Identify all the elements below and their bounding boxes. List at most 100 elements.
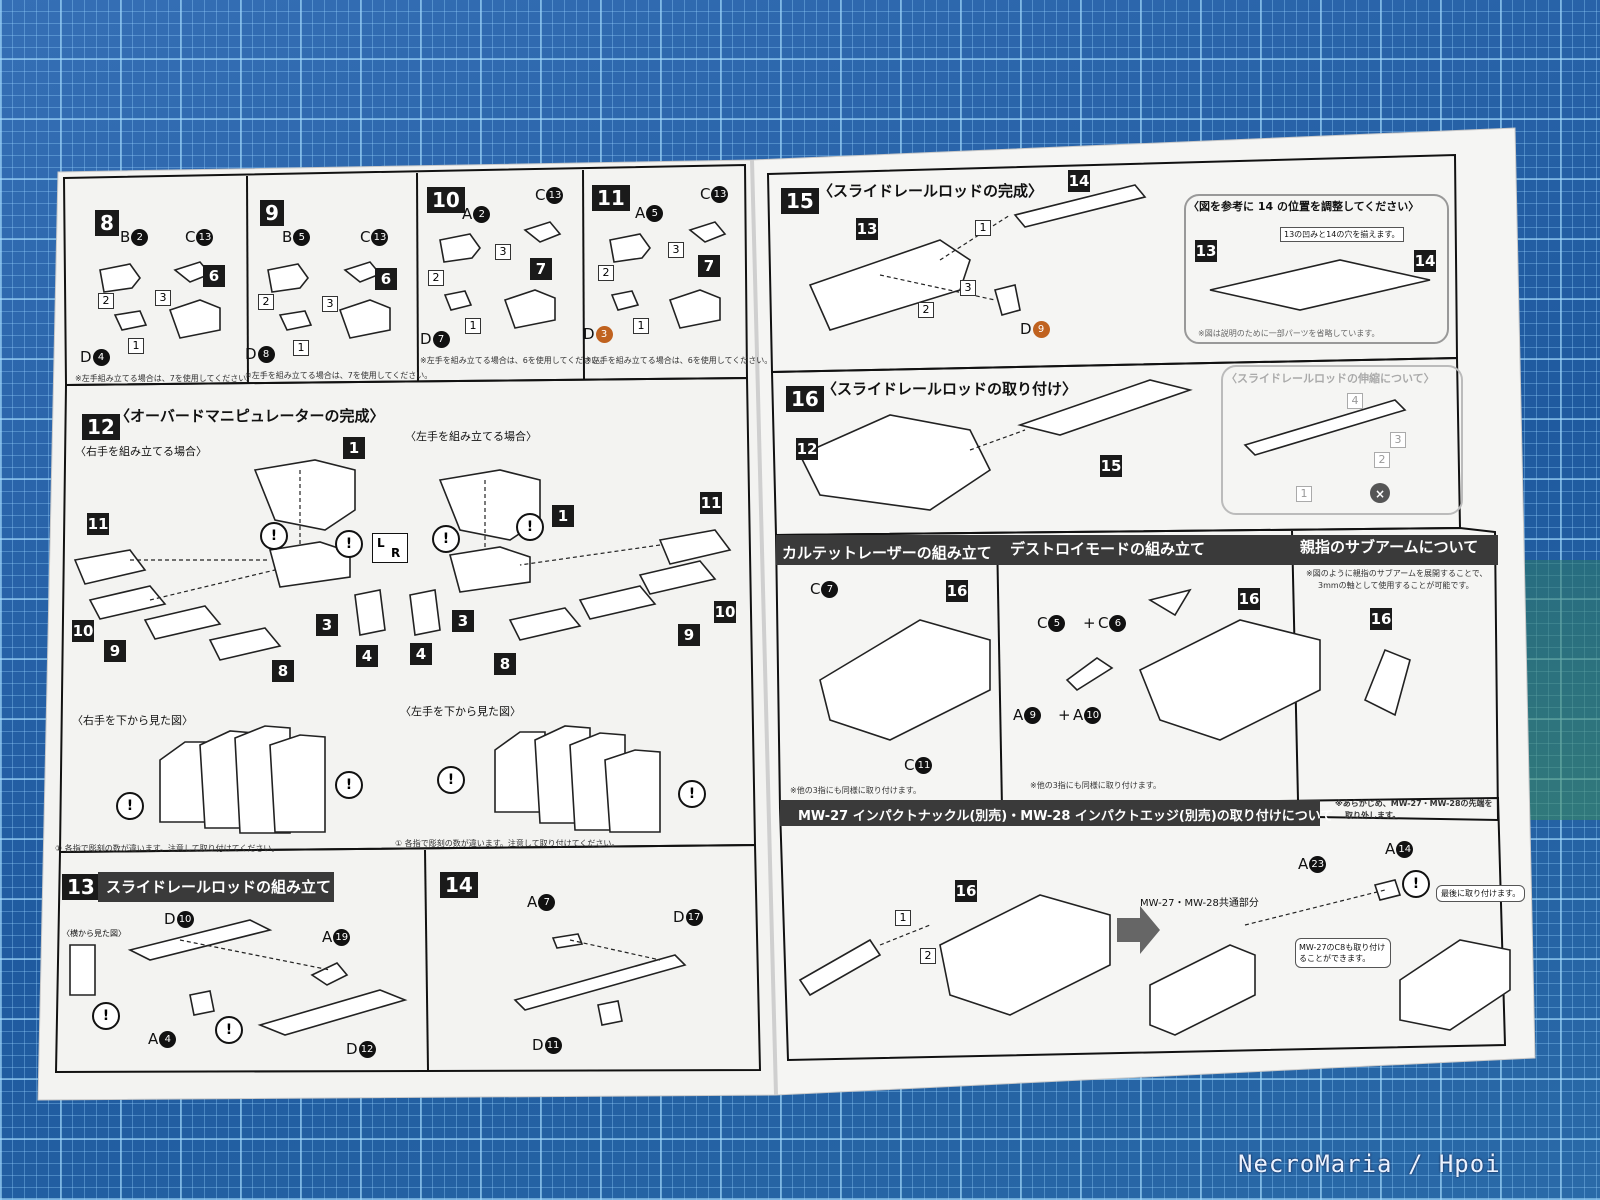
step-11-order-2: 2 <box>598 265 614 281</box>
caution-icon: ! <box>432 525 460 553</box>
step-8-note: ※左手組み立てる場合は、7を使用してください。 <box>75 374 255 383</box>
step-14-number: 14 <box>440 872 478 898</box>
step-9-note: ※左手を組み立てる場合は、7を使用してください。 <box>245 371 433 380</box>
caution-icon: ! <box>92 1002 120 1030</box>
step-9-order-3: 3 <box>322 296 338 312</box>
step-9-order-1: 1 <box>293 340 309 356</box>
left-hand-label: 〈左手を組み立てる場合〉 <box>405 430 537 443</box>
destroy-plus-1: + <box>1083 614 1096 632</box>
step-16-part-15: 15 <box>1100 455 1122 477</box>
caution-icon: ! <box>260 522 288 550</box>
step-11-number: 11 <box>592 185 630 211</box>
step-10-order-2: 2 <box>428 270 444 286</box>
step-11-note: ※左手を組み立てる場合は、6を使用してください。 <box>585 356 773 365</box>
step-12-number: 12 <box>82 414 120 440</box>
step-16-number: 16 <box>786 386 824 412</box>
extend-order-1: 1 <box>1296 486 1312 502</box>
step-12-right-part-1: 1 <box>343 437 365 459</box>
step-9-part-6: 6 <box>375 268 397 290</box>
step-15-number: 15 <box>781 188 819 214</box>
caution-icon: ! <box>437 766 465 794</box>
destroy-note: ※他の3指にも同様に取り付けます。 <box>1030 781 1161 790</box>
step-13-number: 13 <box>62 874 100 900</box>
mw-title: MW-27 インパクトナックル(別売)・MW-28 インパクトエッジ(別売)の取… <box>798 809 1334 824</box>
extend-order-2: 2 <box>1374 452 1390 468</box>
step-15-order-3: 3 <box>960 280 976 296</box>
destroy-plus-2: + <box>1058 706 1071 724</box>
step-12-right-part-9: 9 <box>104 640 126 662</box>
mw-top-note-1: ※あらかじめ、MW-27・MW-28の先端を <box>1335 799 1493 808</box>
caution-icon: ! <box>516 513 544 541</box>
step-12-left-part-1: 1 <box>552 505 574 527</box>
step-8-part-6: 6 <box>203 265 225 287</box>
step-13-title: スライドレールロッドの組み立て <box>98 872 334 902</box>
step-12-right-part-10: 10 <box>72 620 94 642</box>
step-8-order-1: 1 <box>128 338 144 354</box>
caution-icon: ! <box>335 530 363 558</box>
step-15-part-14: 14 <box>1068 170 1090 192</box>
thumb-note-2: 3mmの軸として使用することが可能です。 <box>1318 581 1474 590</box>
caution-icon: ! <box>1402 870 1430 898</box>
step-12-left-part-8: 8 <box>494 653 516 675</box>
right-hand-label: 〈右手を組み立てる場合〉 <box>75 445 207 458</box>
quartet-header: カルテットレーザーの組み立て <box>782 544 992 562</box>
step-10-order-3: 3 <box>495 244 511 260</box>
side-view-label: 〈横から見た図〉 <box>62 929 126 938</box>
mw-note-last: 最後に取り付けます。 <box>1436 885 1526 902</box>
caution-icon: ! <box>335 771 363 799</box>
step-15-order-2: 2 <box>918 302 934 318</box>
step-15-adjust-note: 13の凹みと14の穴を揃えます。 <box>1280 227 1404 242</box>
step-15-title: 〈スライドレールロッドの完成〉 <box>818 182 1044 200</box>
step-10-note: ※左手を組み立てる場合は、6を使用してください。 <box>420 356 608 365</box>
extend-order-3: 3 <box>1390 432 1406 448</box>
step-11-order-3: 3 <box>668 242 684 258</box>
step-12-left-note: ① 各指で彫刻の数が違います。注意して取り付けてください。 <box>395 839 620 848</box>
mw-note-c: MW-27のC8も取り付けることができます。 <box>1295 938 1391 968</box>
watermark: NecroMaria / Hpoi <box>1238 1150 1501 1178</box>
quartet-part-16: 16 <box>946 580 968 602</box>
step-9-number: 9 <box>260 200 284 226</box>
step-15-adjust-part-13: 13 <box>1195 240 1217 262</box>
step-11-part-7: 7 <box>698 255 720 277</box>
mw-order-1: 1 <box>895 910 911 926</box>
mw-order-2: 2 <box>920 948 936 964</box>
mw-part-16: 16 <box>955 880 977 902</box>
right-hand-below-label: 〈右手を下から見た図〉 <box>72 714 193 727</box>
step-12-right-part-11: 11 <box>87 513 109 535</box>
extend-order-4: 4 <box>1347 393 1363 409</box>
quartet-note: ※他の3指にも同様に取り付けます。 <box>790 786 921 795</box>
step-8-order-3: 3 <box>155 290 171 306</box>
step-12-right-part-4: 4 <box>356 645 378 667</box>
thumb-part-16: 16 <box>1370 608 1392 630</box>
caution-icon: ! <box>678 780 706 808</box>
step-12-left-part-3: 3 <box>452 610 474 632</box>
mat-green-area <box>1520 560 1600 820</box>
step-12-title: 〈オーバードマニピュレーターの完成〉 <box>115 407 385 425</box>
